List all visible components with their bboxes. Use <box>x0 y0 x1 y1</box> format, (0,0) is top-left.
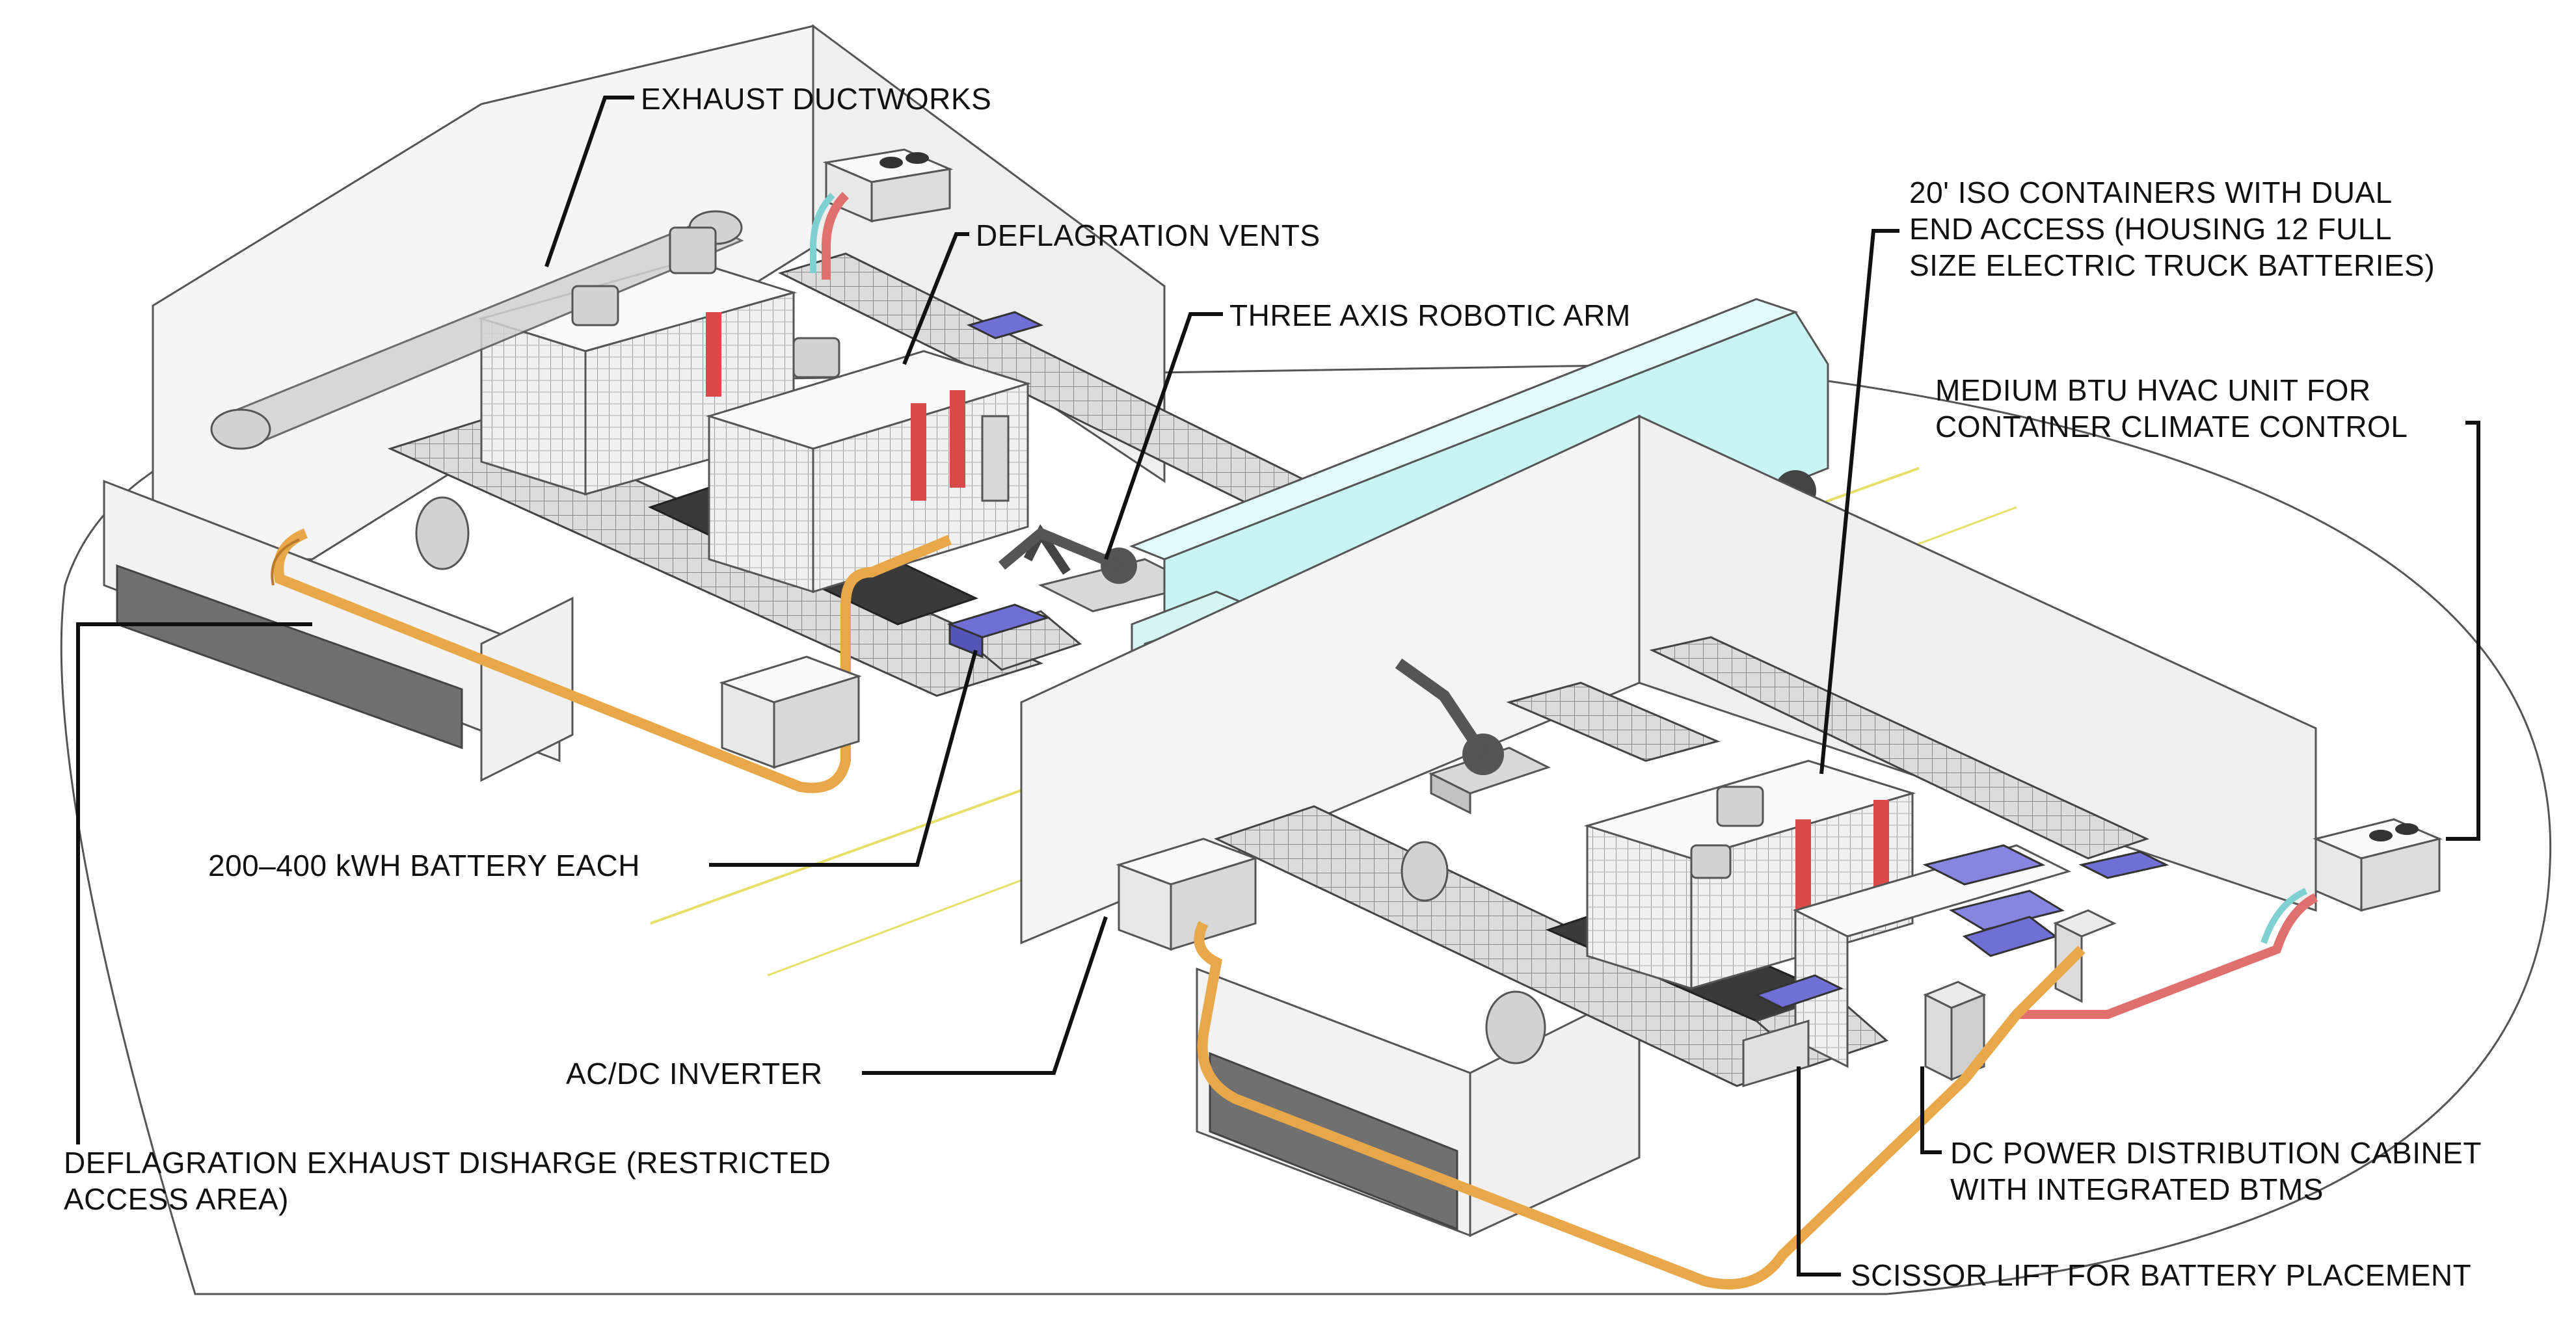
right-robot-arm <box>1395 658 1551 815</box>
left-container-front <box>705 350 1032 594</box>
right-duct-elbows <box>1401 786 1764 1064</box>
left-building <box>103 24 1166 782</box>
callout-deflagration-exhaust: DEFLAGRATION EXHAUST DISHARGE (RESTRICTE… <box>64 1146 831 1216</box>
callout-battery-each: 200–400 kWH BATTERY EACH <box>208 849 640 882</box>
leader-iso-containers <box>1819 229 1899 774</box>
leader-dc-cabinet <box>1920 1066 1942 1154</box>
leader-three-axis-arm <box>1104 312 1223 560</box>
right-inverter <box>1116 838 1259 951</box>
leader-battery-each <box>709 650 978 867</box>
left-cable-tray <box>273 528 952 793</box>
callout-three-axis-robotic-arm: THREE AXIS ROBOTIC ARM <box>1229 298 1631 332</box>
left-top-battery <box>966 311 1044 339</box>
right-cable-tray <box>1194 921 2086 1289</box>
callout-scissor-lift: SCISSOR LIFT FOR BATTERY PLACEMENT <box>1851 1258 2472 1292</box>
dc-power-cabinet <box>1923 909 2117 1081</box>
callout-exhaust-ductworks: EXHAUST DUCTWORKS <box>641 82 992 116</box>
right-battery-rack <box>1742 844 2169 1088</box>
callout-iso-containers: 20' ISO CONTAINERS WITH DUAL END ACCESS … <box>1909 176 2435 282</box>
leader-exhaust-ductworks <box>544 96 634 267</box>
leader-deflagration-exhaust <box>76 622 312 1144</box>
right-hvac-unit <box>2017 818 2443 1019</box>
leader-deflagration-vents <box>902 232 969 365</box>
leader-ac-dc-inverter <box>862 916 1108 1075</box>
left-hvac-unit <box>810 148 954 280</box>
callout-hvac-unit: MEDIUM BTU HVAC UNIT FOR CONTAINER CLIMA… <box>1935 373 2408 443</box>
callout-ac-dc-inverter: AC/DC INVERTER <box>566 1057 823 1091</box>
leader-hvac <box>2446 421 2480 841</box>
leader-scissor-lift <box>1797 1066 1841 1276</box>
callout-dc-power-cabinet: DC POWER DISTRIBUTION CABINET WITH INTEG… <box>1950 1136 2482 1206</box>
callout-leaders <box>76 96 2480 1276</box>
callout-deflagration-vents: DEFLAGRATION VENTS <box>976 218 1321 252</box>
exhaust-duct <box>210 210 840 570</box>
left-inverter <box>719 655 862 769</box>
